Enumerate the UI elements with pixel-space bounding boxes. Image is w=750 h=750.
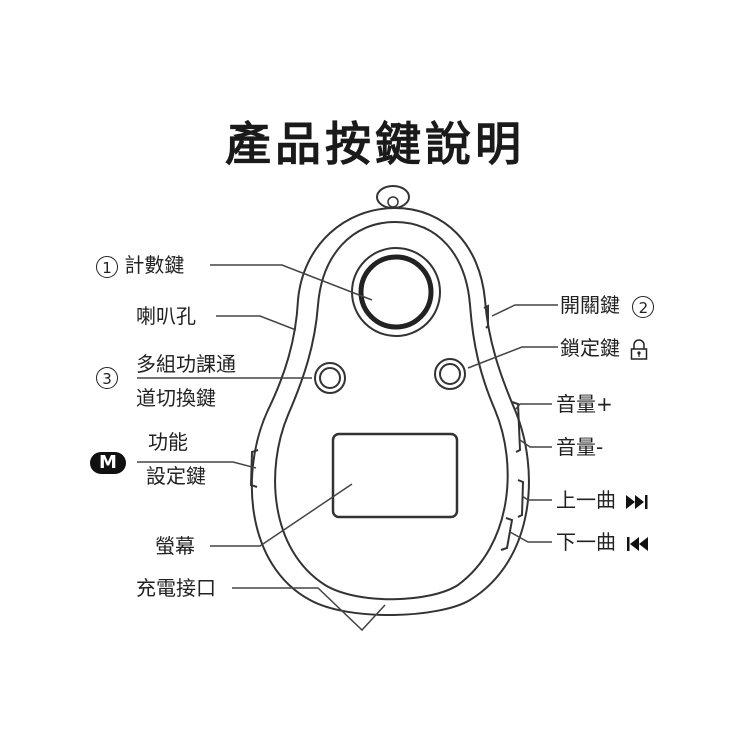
counter-button (351, 247, 441, 337)
leader-counter (210, 264, 373, 301)
m-badge: M (90, 452, 126, 474)
label-text: 下一曲 (556, 530, 616, 554)
label-text-line2: 道切換鍵 (136, 386, 216, 410)
lock-button (434, 358, 466, 390)
label-text: 開關鍵 (560, 293, 620, 317)
leader-func (137, 461, 257, 469)
label-text: 上一曲 (556, 488, 616, 512)
number-badge: 2 (632, 295, 655, 318)
label-prev-track: 下一曲 (556, 530, 652, 554)
label-text: 計數鍵 (124, 253, 185, 277)
leader-speaker (216, 315, 297, 331)
label-text-line2: 設定鍵 (146, 464, 206, 488)
leader-lock (467, 346, 558, 369)
label-next-track: 上一曲 (556, 488, 652, 512)
fast-forward-icon (626, 494, 648, 509)
label-volume-up: 音量+ (556, 392, 613, 416)
label-power-key: 開關鍵 2 (560, 293, 655, 318)
label-charge-port: 充電接口 (136, 576, 216, 600)
label-text: 鎖定鍵 (560, 336, 620, 360)
page-title: 產品按鍵說明 (225, 117, 525, 171)
number-badge: 1 (96, 255, 118, 278)
leader-charge (232, 587, 386, 632)
label-function-set: M 功能 設定鍵 (90, 430, 206, 488)
channel-button (314, 362, 346, 394)
leader-volup (514, 403, 552, 411)
label-screen: 螢幕 (155, 534, 195, 558)
padlock-icon (631, 338, 648, 360)
number-badge: 3 (96, 367, 118, 389)
device-inner-outline (274, 220, 509, 601)
label-counter-key: 1 計數鍵 (96, 253, 184, 278)
lcd-screen (331, 432, 459, 519)
label-speaker: 喇叭孔 (136, 304, 196, 328)
rewind-icon (627, 536, 649, 551)
leader-next (521, 495, 552, 501)
leader-power (491, 304, 558, 317)
leader-voldown (519, 439, 552, 448)
label-text-line1: 多組功課通 (136, 352, 236, 376)
label-multi-channel: 3 多組功課通 道切換鍵 (96, 352, 236, 410)
leader-screen (210, 483, 353, 547)
label-volume-down: 音量- (556, 435, 604, 459)
leader-prev (509, 531, 552, 543)
label-lock-key: 鎖定鍵 (560, 336, 648, 361)
label-text-line1: 功能 (148, 430, 188, 454)
